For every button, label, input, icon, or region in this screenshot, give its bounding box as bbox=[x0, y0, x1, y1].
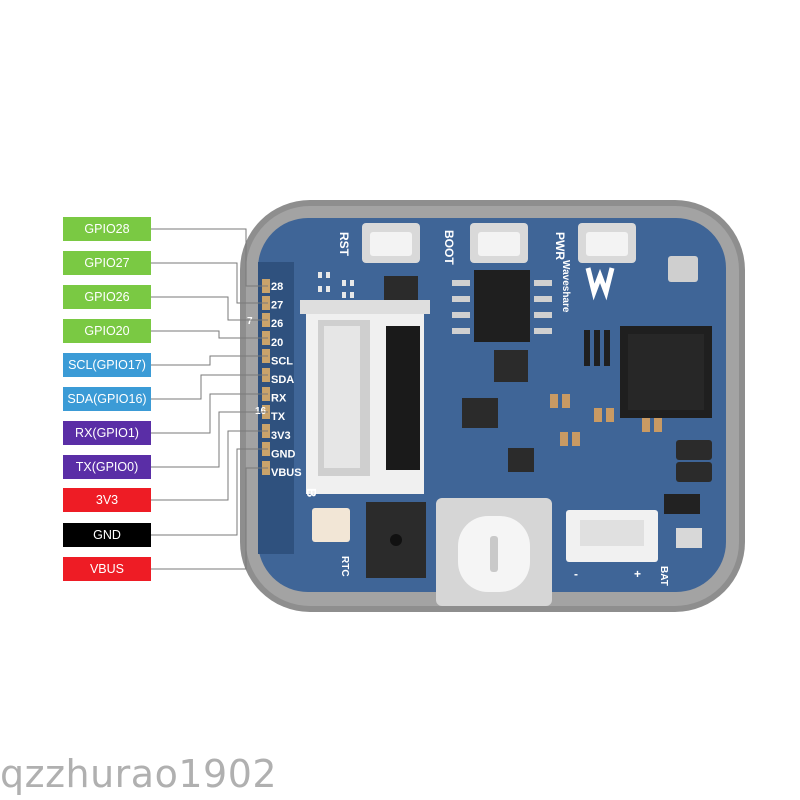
rtc-label: RTC bbox=[339, 556, 350, 577]
buzzer-hole bbox=[390, 534, 402, 546]
leader-line bbox=[151, 448, 268, 536]
boot-button bbox=[470, 223, 528, 263]
fpc-mark-b: B bbox=[304, 488, 319, 497]
bat-plus: + bbox=[634, 567, 641, 581]
pin-label-tx-gpio0: TX(GPIO0) bbox=[63, 455, 151, 479]
usb-c-tongue bbox=[490, 536, 498, 572]
leader-line bbox=[151, 411, 268, 468]
pin-label-scl-gpio17: SCL(GPIO17) bbox=[63, 353, 151, 377]
watermark: qzzhurao1902 bbox=[0, 752, 278, 796]
rtc-connector bbox=[312, 508, 350, 542]
leader-lines bbox=[151, 228, 268, 570]
bat-minus: - bbox=[574, 567, 578, 581]
flash-chip-pins bbox=[452, 280, 552, 334]
crystal bbox=[668, 256, 698, 282]
fpc-mark-7: 7 bbox=[247, 316, 253, 327]
regulator bbox=[494, 350, 528, 382]
inductor-1 bbox=[676, 440, 712, 460]
header-pin-gnd: GND bbox=[271, 448, 296, 460]
bat-label: BAT bbox=[658, 566, 669, 586]
header-pin-sda: SDA bbox=[271, 374, 294, 386]
rst-button bbox=[362, 223, 420, 263]
header-pin-3v3: 3V3 bbox=[271, 430, 291, 442]
led bbox=[676, 528, 702, 548]
capacitors bbox=[550, 394, 662, 446]
leader-line bbox=[151, 374, 268, 400]
pin-label-gpio27: GPIO27 bbox=[63, 251, 151, 275]
resistors bbox=[584, 330, 610, 366]
pin-label-vbus: VBUS bbox=[63, 557, 151, 581]
leader-line bbox=[151, 430, 268, 501]
header-pin-27: 27 bbox=[271, 300, 283, 312]
header-pin-vbus: VBUS bbox=[271, 467, 302, 479]
leader-line bbox=[151, 228, 268, 287]
pin-label-gpio26: GPIO26 bbox=[63, 285, 151, 309]
pwr-label: PWR bbox=[553, 232, 567, 260]
transistor bbox=[384, 276, 418, 304]
inductor-2 bbox=[676, 462, 712, 482]
waveshare-logo bbox=[585, 267, 615, 301]
leader-line bbox=[151, 262, 268, 304]
pin-label-3v3: 3V3 bbox=[63, 488, 151, 512]
header-pin-20: 20 bbox=[271, 337, 283, 349]
mcu-chip-inner bbox=[628, 334, 704, 410]
leader-line bbox=[151, 330, 268, 339]
pin-label-gpio28: GPIO28 bbox=[63, 217, 151, 241]
brand-label: Waveshare bbox=[560, 260, 571, 313]
small-components bbox=[318, 272, 354, 298]
pwr-button bbox=[578, 223, 636, 263]
header-pin-tx: TX bbox=[271, 411, 286, 423]
pin-label-rx-gpio1: RX(GPIO1) bbox=[63, 421, 151, 445]
bat-connector-slot bbox=[580, 520, 644, 546]
fpc-connector bbox=[300, 300, 430, 494]
header-pin-scl: SCL bbox=[271, 355, 293, 367]
pin-label-gpio20: GPIO20 bbox=[63, 319, 151, 343]
rst-label: RST bbox=[337, 232, 351, 257]
boot-label: BOOT bbox=[442, 230, 456, 265]
small-ic bbox=[508, 448, 534, 472]
diode bbox=[664, 494, 700, 514]
header-pin-28: 28 bbox=[271, 281, 283, 293]
flash-chip bbox=[474, 270, 530, 342]
leader-line bbox=[151, 355, 268, 366]
imu-chip bbox=[462, 398, 498, 428]
header-pin-rx: RX bbox=[271, 393, 287, 405]
header-pin-26: 26 bbox=[271, 318, 283, 330]
pin-label-gnd: GND bbox=[63, 523, 151, 547]
leader-line bbox=[151, 393, 268, 434]
leader-line bbox=[151, 467, 268, 570]
leader-line bbox=[151, 296, 268, 321]
pin-label-sda-gpio16: SDA(GPIO16) bbox=[63, 387, 151, 411]
